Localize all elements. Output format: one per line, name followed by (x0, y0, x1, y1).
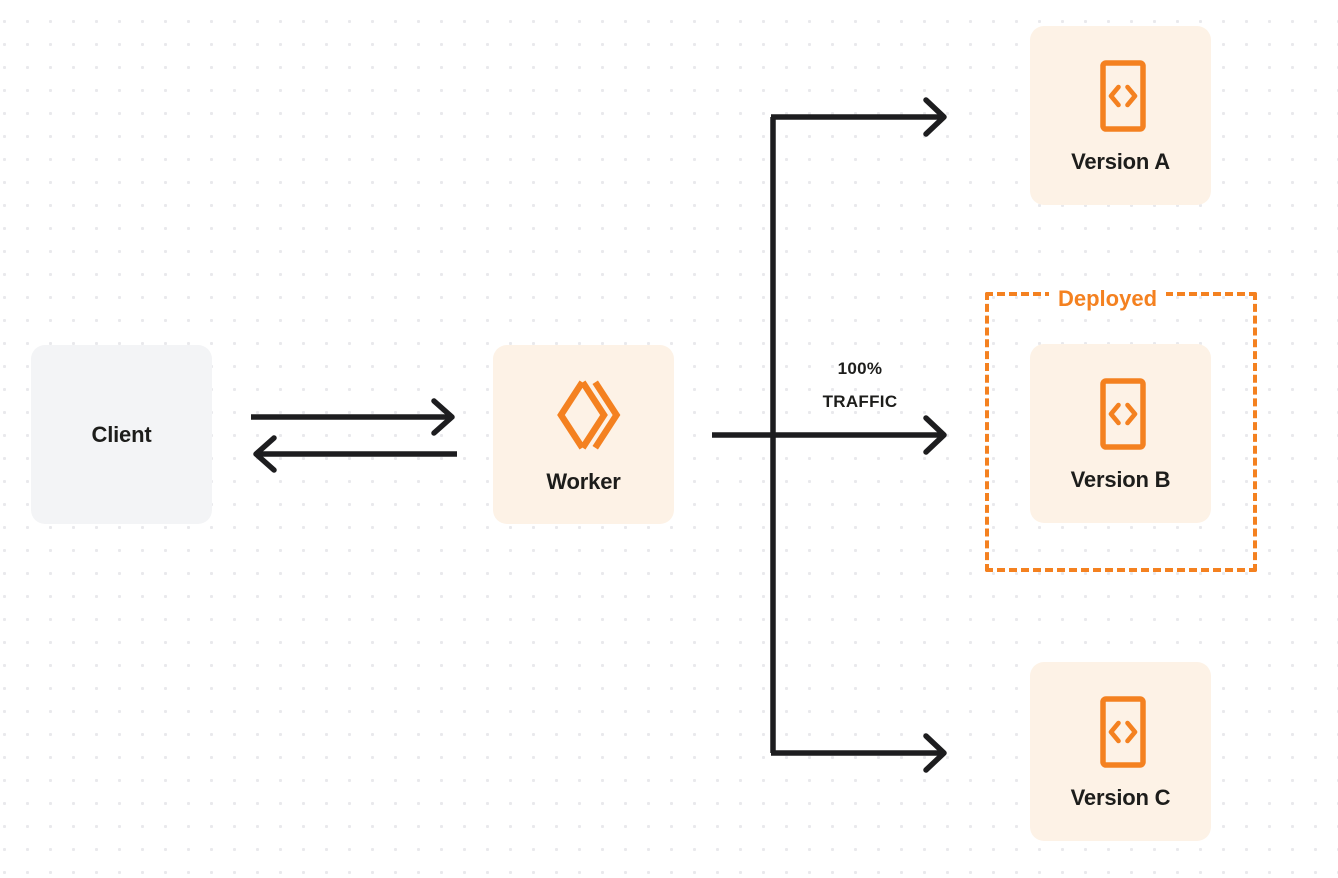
node-version-c[interactable]: Version C (1030, 662, 1211, 841)
node-version-a-label: Version A (1071, 148, 1170, 174)
traffic-percent: 100% (837, 359, 883, 378)
node-version-a[interactable]: Version A (1030, 26, 1211, 205)
node-version-c-label: Version C (1070, 784, 1171, 810)
connector-worker-to-client (253, 435, 457, 473)
cloudflare-workers-logo-icon (545, 377, 623, 453)
deployed-frame-label: Deployed (1049, 285, 1167, 313)
node-worker-label: Worker (546, 468, 621, 494)
node-worker[interactable]: Worker (493, 345, 674, 524)
connector-worker-to-version-b (712, 415, 947, 455)
code-file-icon (1091, 695, 1151, 771)
traffic-label: 100% TRAFFIC (790, 352, 930, 418)
code-file-icon (1091, 377, 1151, 453)
node-client[interactable]: Client (31, 345, 212, 524)
node-version-b[interactable]: Version B (1030, 344, 1211, 523)
connector-worker-to-version-c (771, 733, 947, 773)
connector-client-to-worker (251, 398, 455, 436)
connector-worker-to-version-a (771, 97, 947, 137)
traffic-caption: TRAFFIC (822, 392, 898, 411)
code-file-icon (1091, 59, 1151, 135)
node-version-b-label: Version B (1070, 466, 1171, 492)
node-client-label: Client (91, 421, 152, 447)
